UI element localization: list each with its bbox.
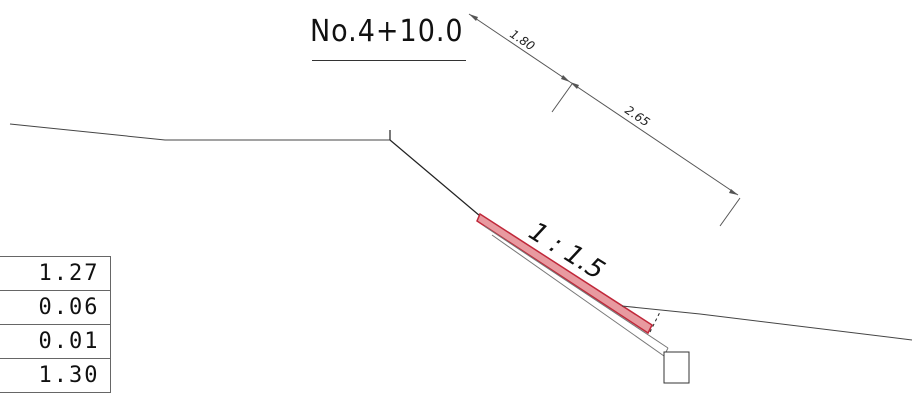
ground-line-left [9,123,390,141]
dimension-line-lower [569,81,739,196]
table-cell: 1.30 [0,358,111,393]
table-row: 1.27 [0,256,111,291]
dimension-arrow-mid-up [561,75,570,82]
slope-protection-band [476,212,653,335]
foot-block [663,351,690,384]
table-cell: 0.01 [0,324,111,359]
table-row: 1.30 [0,358,111,393]
table-row: 0.06 [0,290,111,325]
table-cell: 0.06 [0,290,111,325]
foundation-line-upper [483,225,669,349]
ground-line-right [621,305,913,341]
foundation-line-lower [491,234,665,357]
dimension-arrow-bottom [729,189,738,195]
dimension-line-upper [468,13,571,83]
value-table: 1.27 0.06 0.01 1.30 [0,256,111,393]
table-cell: 1.27 [0,256,111,291]
station-label: No.4+10.0 [310,14,464,49]
extension-tick-mid [551,83,573,113]
dimension-text-lower: 2.65 [622,103,652,130]
station-label-underline [312,60,466,61]
dimension-arrow-mid-down [570,82,579,89]
slope-line [389,139,481,217]
dashed-connector [649,311,661,333]
table-row: 0.01 [0,324,111,359]
dimension-arrow-top [469,14,478,21]
extension-tick-bottom [719,197,741,227]
